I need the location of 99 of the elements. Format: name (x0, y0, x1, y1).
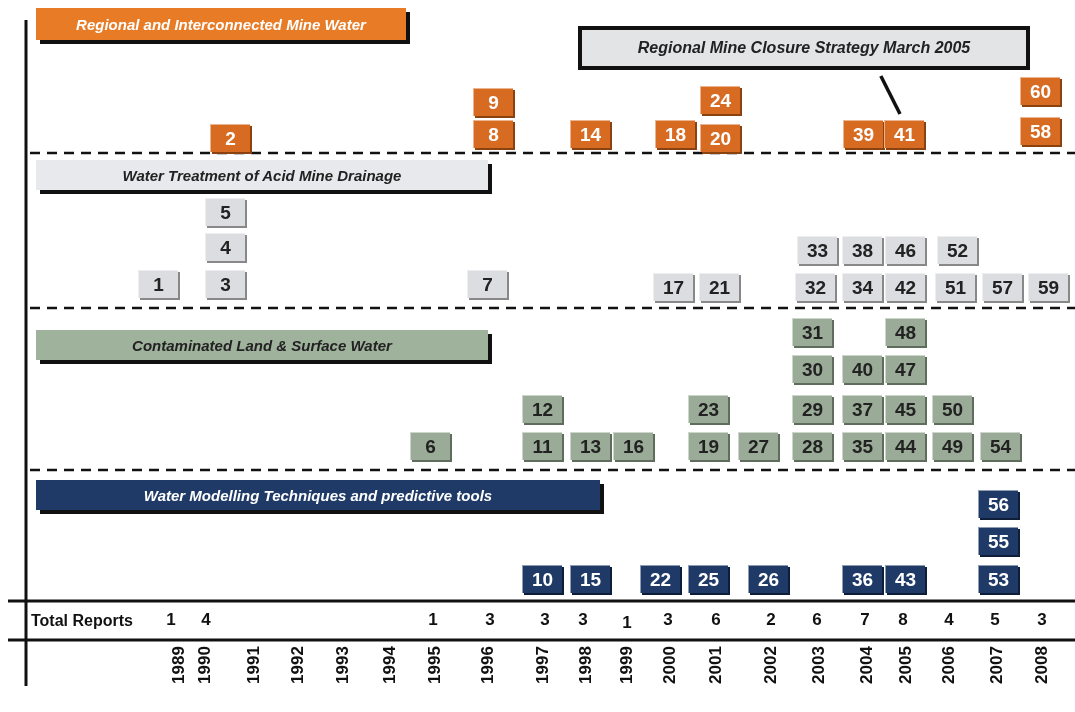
report-number-box: 46 (885, 236, 925, 264)
report-count: 6 (812, 610, 822, 630)
report-number-box: 45 (885, 395, 925, 423)
report-number-box: 21 (699, 273, 739, 301)
report-number-box: 12 (522, 395, 562, 423)
report-number-box: 29 (792, 395, 832, 423)
report-number-box: 4 (205, 233, 245, 261)
year-label: 1997 (533, 646, 553, 684)
report-number-box: 18 (655, 120, 695, 148)
report-number-box: 17 (653, 273, 693, 301)
callout-box: Regional Mine Closure Strategy March 2005 (578, 26, 1030, 70)
year-label: 1993 (333, 646, 353, 684)
report-number-box: 59 (1028, 273, 1068, 301)
report-number-box: 39 (843, 120, 883, 148)
report-number-box: 5 (205, 198, 245, 226)
report-number-box: 15 (570, 565, 610, 593)
report-number-box: 32 (795, 273, 835, 301)
year-label: 2006 (939, 646, 959, 684)
report-number-box: 31 (792, 318, 832, 346)
report-count: 3 (578, 610, 588, 630)
report-number-box: 26 (748, 565, 788, 593)
report-number-box: 10 (522, 565, 562, 593)
report-number-box: 23 (688, 395, 728, 423)
year-label: 2008 (1032, 646, 1052, 684)
year-label: 2004 (857, 646, 877, 684)
report-number-box: 50 (932, 395, 972, 423)
report-number-box: 37 (842, 395, 882, 423)
report-number-box: 51 (935, 273, 975, 301)
year-label: 1995 (425, 646, 445, 684)
report-number-box: 58 (1020, 117, 1060, 145)
year-label: 2005 (896, 646, 916, 684)
report-count: 6 (711, 610, 721, 630)
report-number-box: 3 (205, 270, 245, 298)
report-number-box: 56 (978, 490, 1018, 518)
report-count: 1 (166, 610, 176, 630)
year-label: 2000 (660, 646, 680, 684)
year-label: 1998 (576, 646, 596, 684)
report-count: 4 (201, 610, 211, 630)
report-number-box: 8 (473, 120, 513, 148)
report-number-box: 36 (842, 565, 882, 593)
row-label: Total Reports (31, 612, 133, 630)
report-number-box: 33 (797, 236, 837, 264)
report-number-box: 7 (467, 270, 507, 298)
year-label: 2001 (706, 646, 726, 684)
year-label: 1994 (380, 646, 400, 684)
report-number-box: 48 (885, 318, 925, 346)
leader-line (879, 75, 902, 115)
year-label: 1989 (169, 646, 189, 684)
report-number-box: 47 (885, 355, 925, 383)
year-label: 1992 (288, 646, 308, 684)
report-count: 3 (663, 610, 673, 630)
report-number-box: 38 (842, 236, 882, 264)
report-number-box: 1 (138, 270, 178, 298)
report-count: 8 (898, 610, 908, 630)
report-number-box: 52 (937, 236, 977, 264)
year-label: 1990 (195, 646, 215, 684)
year-label: 2007 (987, 646, 1007, 684)
report-count: 3 (485, 610, 495, 630)
report-number-box: 20 (700, 124, 740, 152)
report-number-box: 28 (792, 432, 832, 460)
report-number-box: 27 (738, 432, 778, 460)
report-number-box: 30 (792, 355, 832, 383)
report-number-box: 16 (613, 432, 653, 460)
report-count: 2 (766, 610, 776, 630)
report-count: 7 (860, 610, 870, 630)
report-number-box: 2 (210, 124, 250, 152)
report-number-box: 14 (570, 120, 610, 148)
report-number-box: 49 (932, 432, 972, 460)
report-number-box: 34 (842, 273, 882, 301)
report-number-box: 53 (978, 565, 1018, 593)
report-number-box: 44 (885, 432, 925, 460)
year-label: 2002 (761, 646, 781, 684)
report-number-box: 19 (688, 432, 728, 460)
year-label: 1996 (478, 646, 498, 684)
report-number-box: 9 (473, 88, 513, 116)
report-number-box: 11 (522, 432, 562, 460)
report-number-box: 24 (700, 86, 740, 114)
report-number-box: 57 (982, 273, 1022, 301)
report-count: 3 (1037, 610, 1047, 630)
report-number-box: 25 (688, 565, 728, 593)
year-label: 1991 (244, 646, 264, 684)
report-number-box: 13 (570, 432, 610, 460)
report-count: 1 (428, 610, 438, 630)
report-number-box: 60 (1020, 77, 1060, 105)
report-number-box: 54 (980, 432, 1020, 460)
report-count: 3 (540, 610, 550, 630)
report-count: 1 (622, 613, 632, 633)
year-label: 1999 (617, 646, 637, 684)
report-number-box: 22 (640, 565, 680, 593)
report-count: 4 (944, 610, 954, 630)
report-number-box: 35 (842, 432, 882, 460)
report-number-box: 40 (842, 355, 882, 383)
report-number-box: 41 (884, 120, 924, 148)
report-number-box: 55 (978, 527, 1018, 555)
report-count: 5 (990, 610, 1000, 630)
report-number-box: 42 (885, 273, 925, 301)
year-label: 2003 (809, 646, 829, 684)
report-number-box: 43 (885, 565, 925, 593)
report-number-box: 6 (410, 432, 450, 460)
